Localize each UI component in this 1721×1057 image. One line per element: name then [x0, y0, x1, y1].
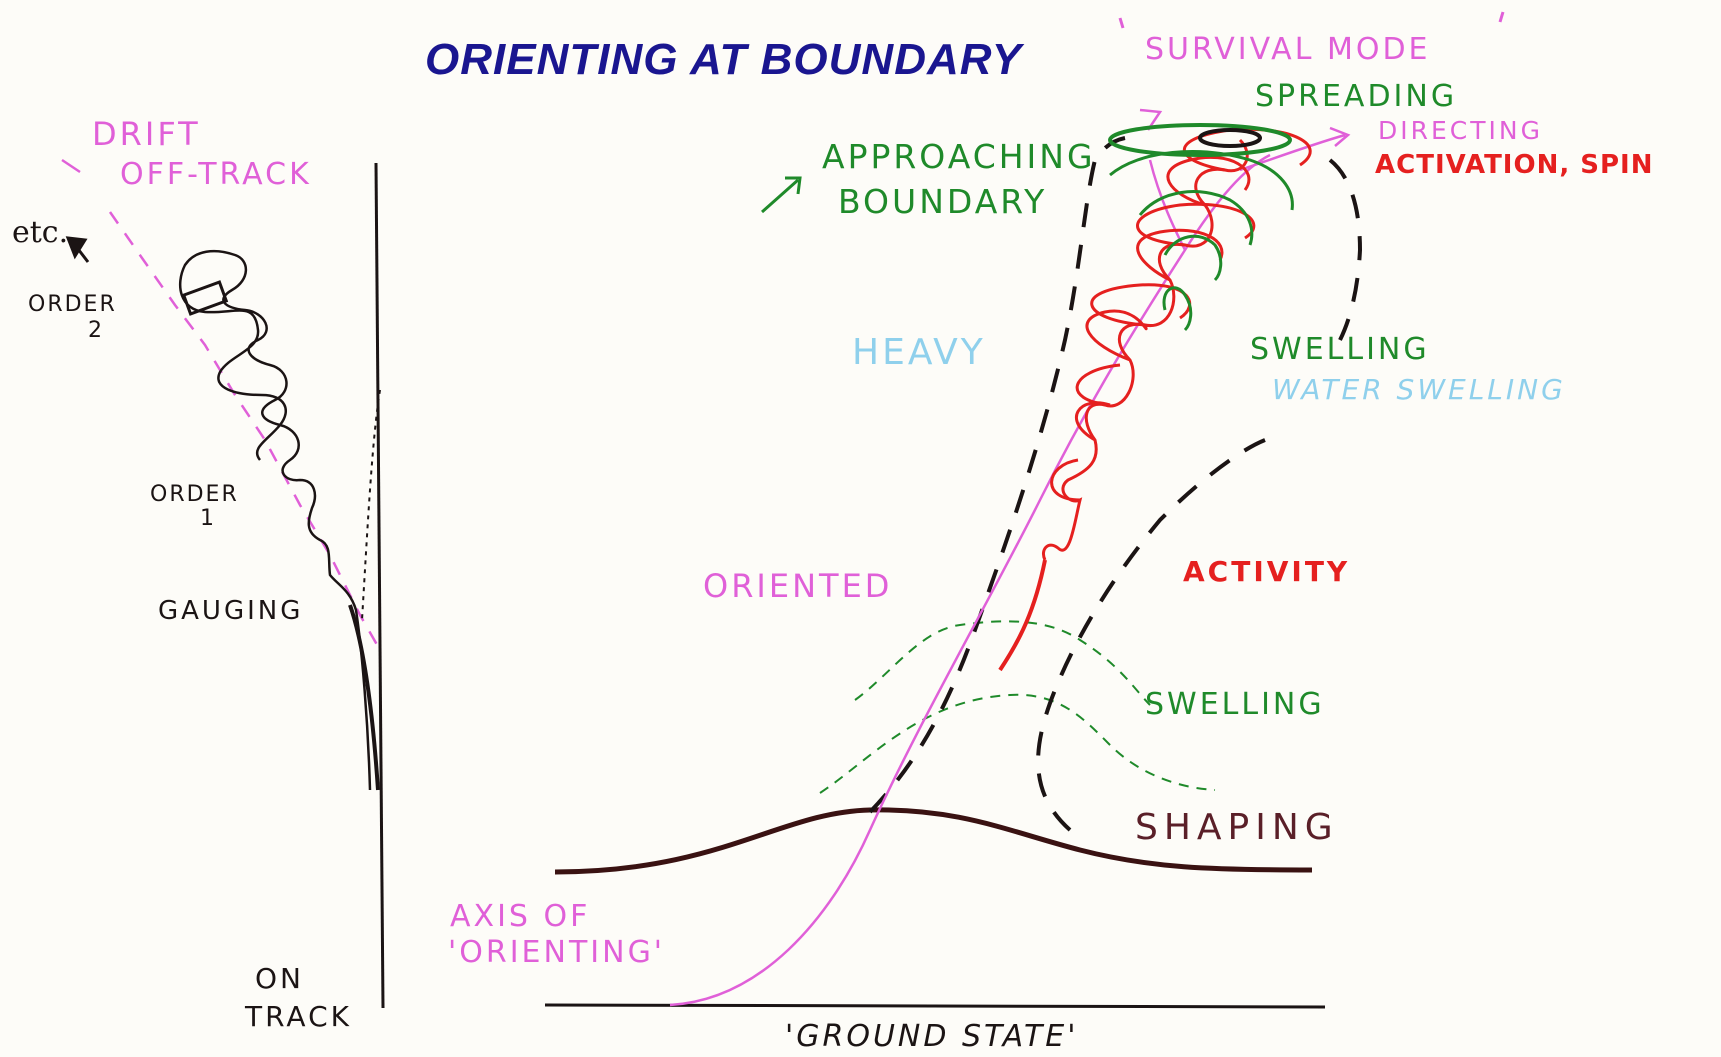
- boundary-dashed-right: [1036, 438, 1266, 832]
- order1-label-line2: 1: [200, 506, 217, 531]
- activity-stem: [998, 559, 1047, 672]
- spreading-label: SPREADING: [1255, 79, 1458, 114]
- spreading-ellipse-inner: [1198, 128, 1262, 148]
- gauging-label: GAUGING: [158, 596, 304, 626]
- on-track-dotted: [361, 389, 381, 621]
- on-track-vertical-line: [374, 162, 385, 1009]
- swelling-arcs: [1109, 150, 1294, 332]
- activation-loops: [1050, 127, 1312, 502]
- activity-label: ACTIVITY: [1183, 555, 1351, 588]
- water-swelling-label: WATER SWELLING: [1272, 373, 1566, 406]
- activation-spiral: [1042, 138, 1251, 561]
- activation-spin-label: ACTIVATION, SPIN: [1375, 150, 1654, 180]
- shaping-curve: [554, 807, 1313, 875]
- boundary-label: BOUNDARY: [838, 182, 1048, 221]
- off-track-label: OFF-TRACK: [120, 157, 312, 192]
- diagram-title: ORIENTING AT BOUNDARY: [425, 35, 1023, 84]
- ground-state-label: 'GROUND STATE': [785, 1019, 1079, 1054]
- swelling-top-label: SWELLING: [1250, 332, 1430, 367]
- swelling-dashed-lower: [819, 693, 1216, 794]
- survival-ticks: [1118, 11, 1505, 29]
- axis-label-line2: 'ORIENTING': [448, 935, 666, 970]
- spreading-ellipse-outer: [1108, 123, 1292, 157]
- boundary-dashed-left: [868, 136, 1126, 814]
- order1-label-line1: ORDER: [150, 482, 239, 507]
- heavy-label: HEAVY: [852, 332, 986, 373]
- directing-label: DIRECTING: [1378, 116, 1543, 145]
- approaching-label: APPROACHING: [822, 137, 1096, 176]
- drift-label: DRIFT: [92, 115, 201, 153]
- order2-label-line1: ORDER: [28, 292, 117, 317]
- shaping-label: SHAPING: [1135, 807, 1339, 848]
- drift-tick-mark: [61, 158, 81, 174]
- approaching-arrow: [761, 176, 802, 214]
- on-label: ON: [255, 962, 304, 995]
- axis-label-line1: AXIS OF: [450, 899, 591, 934]
- drift-dashed-line: [108, 211, 382, 651]
- order-spiral: [178, 249, 372, 791]
- order2-box: [181, 280, 229, 316]
- etc-label: etc.: [12, 215, 69, 250]
- track-label: TRACK: [245, 1000, 352, 1033]
- order2-label-line2: 2: [88, 318, 105, 343]
- gauging-curve: [348, 604, 380, 791]
- oriented-label: ORIENTED: [703, 567, 893, 605]
- ground-axis-line: [544, 1003, 1326, 1009]
- directing-arrow: [1239, 126, 1351, 172]
- swelling-dashed-upper: [854, 620, 1151, 706]
- swelling-mid-label: SWELLING: [1145, 687, 1325, 722]
- etc-arrow: [65, 236, 90, 263]
- survival-mode-label: SURVIVAL MODE: [1145, 32, 1431, 67]
- boundary-dashed-right-top: [1328, 158, 1363, 341]
